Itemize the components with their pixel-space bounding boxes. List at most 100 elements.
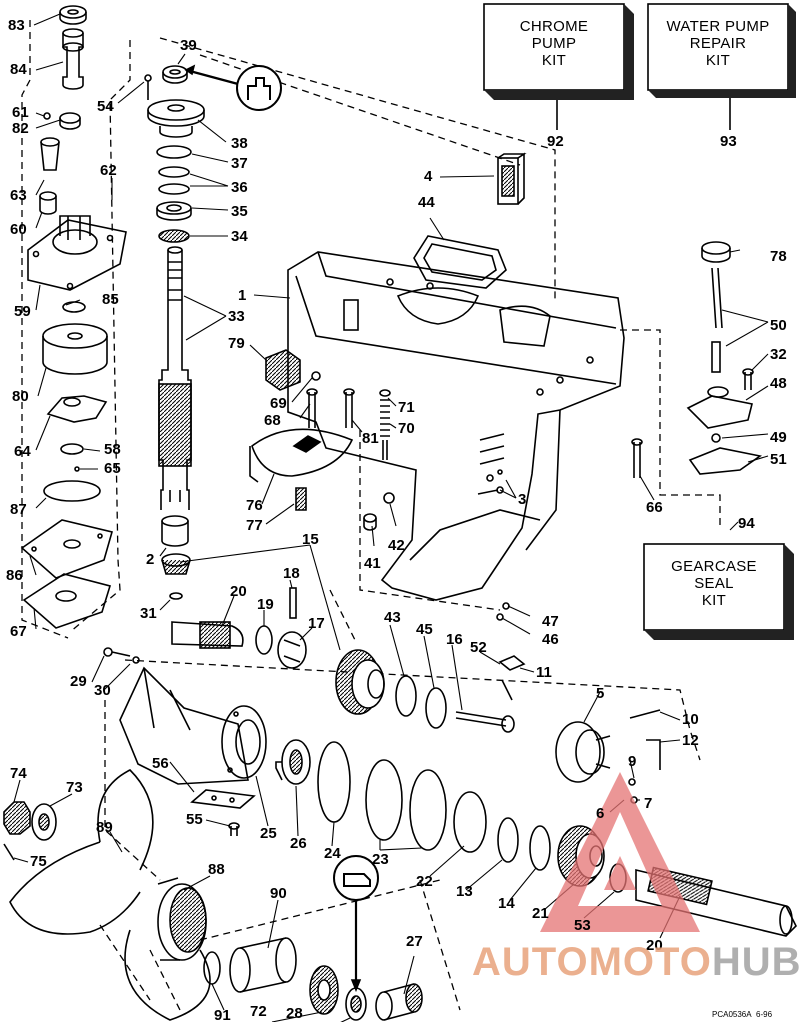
callout-47: 47 bbox=[542, 613, 559, 630]
callout-67: 67 bbox=[10, 623, 27, 640]
part-9-ball bbox=[628, 778, 636, 786]
part-50-shift-rod bbox=[711, 267, 723, 373]
part-36-washer bbox=[158, 166, 190, 178]
watermark-triangle bbox=[540, 772, 700, 932]
callout-18: 18 bbox=[283, 565, 300, 582]
callout-52: 52 bbox=[470, 639, 487, 656]
callout-81: 81 bbox=[362, 430, 379, 447]
part-33-driveshaft bbox=[158, 246, 192, 510]
callout-6: 6 bbox=[596, 805, 605, 822]
part-35-bearing bbox=[156, 201, 192, 221]
part-1-gearcase bbox=[287, 251, 625, 601]
grease-tool-icon bbox=[184, 64, 282, 111]
part-84-tube bbox=[62, 28, 84, 90]
callout-76: 76 bbox=[246, 497, 263, 514]
callout-69: 69 bbox=[270, 395, 287, 412]
part-44-gasket bbox=[413, 235, 507, 289]
part-5-cage bbox=[555, 721, 611, 783]
callout-84: 84 bbox=[10, 61, 27, 78]
leader-lines bbox=[13, 13, 769, 1022]
figure-code: PCA0536A 6-96 bbox=[712, 1010, 772, 1019]
kit-ref-gearcase-seal: 94 bbox=[738, 515, 755, 532]
part-85-gasket bbox=[62, 301, 86, 313]
part-23-ring-a bbox=[365, 759, 403, 841]
part-91-bushing bbox=[203, 951, 221, 985]
callout-88: 88 bbox=[208, 861, 225, 878]
callout-20-lower: 20 bbox=[646, 937, 663, 954]
part-30-washer bbox=[132, 656, 140, 664]
callout-82: 82 bbox=[12, 120, 29, 137]
part-29-screw bbox=[103, 647, 113, 657]
callout-86: 86 bbox=[6, 567, 23, 584]
part-42-washer bbox=[383, 492, 395, 504]
callout-9: 9 bbox=[628, 753, 637, 770]
callout-32: 32 bbox=[770, 346, 787, 363]
part-56-plate bbox=[190, 789, 256, 809]
part-70-spring bbox=[379, 389, 391, 460]
callout-51: 51 bbox=[770, 451, 787, 468]
callout-13: 13 bbox=[456, 883, 473, 900]
part-72-bearing bbox=[309, 965, 339, 1015]
callout-27: 27 bbox=[406, 933, 423, 950]
part-61-screw bbox=[43, 112, 51, 120]
figure-code-number: PCA0536A bbox=[712, 1010, 752, 1019]
callout-12: 12 bbox=[682, 732, 699, 749]
callout-61: 61 bbox=[12, 104, 29, 121]
callout-28: 28 bbox=[286, 1005, 303, 1022]
callout-80: 80 bbox=[12, 388, 29, 405]
callout-68: 68 bbox=[264, 412, 281, 429]
kit-box-chrome-pump bbox=[483, 3, 634, 100]
part-90-hub bbox=[229, 937, 297, 993]
callout-89: 89 bbox=[96, 819, 113, 836]
part-43-washer bbox=[395, 675, 417, 717]
callout-30: 30 bbox=[94, 682, 111, 699]
part-82-grommet bbox=[59, 112, 81, 130]
callout-66: 66 bbox=[646, 499, 663, 516]
part-48-cover bbox=[686, 386, 753, 429]
watermark-text: AUTOMOTOHUB bbox=[472, 942, 800, 982]
part-76-plate bbox=[249, 428, 354, 483]
callout-59: 59 bbox=[14, 303, 31, 320]
part-15-gear bbox=[335, 649, 385, 715]
part-73-washer bbox=[31, 803, 57, 841]
part-58-ring bbox=[60, 443, 84, 455]
lubricant-tool-icon bbox=[333, 855, 379, 993]
part-18-pin bbox=[289, 587, 297, 619]
watermark-part1: AUTOMOTO bbox=[472, 940, 712, 984]
callout-71: 71 bbox=[398, 399, 415, 416]
callout-38: 38 bbox=[231, 135, 248, 152]
part-3-screws bbox=[477, 469, 504, 495]
callout-26: 26 bbox=[290, 835, 307, 852]
callout-91: 91 bbox=[214, 1007, 231, 1024]
part-26-bearing bbox=[275, 739, 311, 785]
part-83-cap bbox=[59, 5, 87, 25]
callout-25: 25 bbox=[260, 825, 277, 842]
part-68-bolt bbox=[306, 388, 318, 428]
part-23-ring-b bbox=[409, 769, 447, 851]
callout-90: 90 bbox=[270, 885, 287, 902]
callout-37: 37 bbox=[231, 155, 248, 172]
callout-16: 16 bbox=[446, 631, 463, 648]
callout-64: 64 bbox=[14, 443, 31, 460]
part-49-oring bbox=[711, 433, 721, 443]
callout-55: 55 bbox=[186, 811, 203, 828]
part-31-nut bbox=[169, 592, 183, 600]
part-59-housing bbox=[27, 215, 127, 291]
part-52-connector bbox=[498, 655, 526, 701]
part-20-propshaft-a bbox=[171, 621, 244, 649]
part-25-carrier bbox=[119, 666, 267, 785]
part-60-insert bbox=[39, 191, 57, 215]
callout-72: 72 bbox=[250, 1003, 267, 1020]
kit-ref-water-pump: 93 bbox=[720, 133, 737, 150]
callout-79: 79 bbox=[228, 335, 245, 352]
callout-20-upper: 20 bbox=[230, 583, 247, 600]
part-22-washer bbox=[453, 791, 487, 853]
callout-14: 14 bbox=[498, 895, 515, 912]
callout-33: 33 bbox=[228, 308, 245, 325]
callout-35: 35 bbox=[231, 203, 248, 220]
callout-7: 7 bbox=[644, 795, 653, 812]
